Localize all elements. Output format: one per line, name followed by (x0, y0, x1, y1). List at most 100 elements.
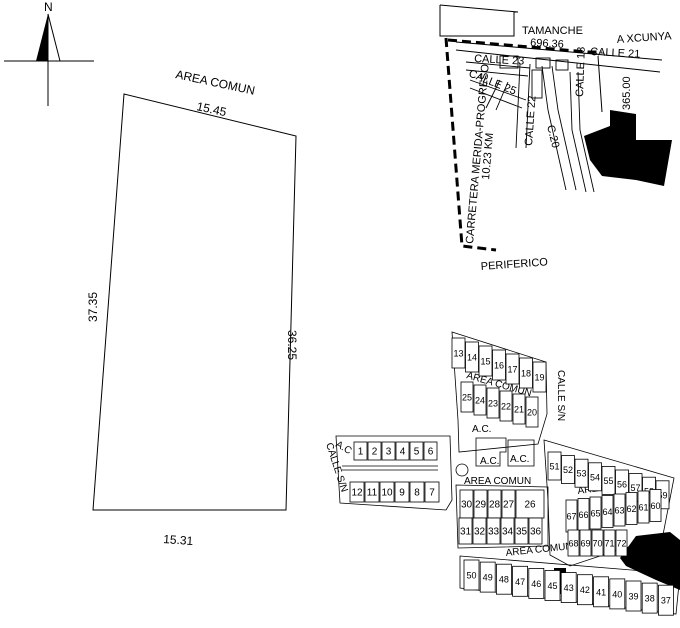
lot-cell (561, 455, 575, 485)
plot-side-right: 36.25 (285, 330, 299, 360)
center-block-outline (455, 484, 549, 549)
lot-cell (574, 458, 589, 488)
lot-number: 5 (414, 447, 420, 458)
lot-number: 64 (602, 507, 612, 517)
roundabout (455, 463, 469, 477)
lot-cell (472, 517, 487, 545)
lot-cell (460, 381, 474, 413)
lot-number: 71 (604, 539, 614, 549)
lot-cell (395, 441, 410, 461)
lot-43: 43 (560, 572, 577, 603)
top-dashed-route (447, 38, 602, 54)
lot-16: 16 (492, 349, 506, 381)
lot-cell (492, 349, 506, 381)
lot-cell (353, 441, 368, 461)
plot-boundary (92, 93, 297, 511)
lot-10: 10 (379, 481, 395, 503)
map-label-calle-23: CALLE 23 (474, 53, 525, 68)
lot-number: 65 (590, 509, 600, 519)
lot-number: 31 (460, 527, 472, 538)
lot-28: 28 (487, 489, 502, 519)
plot-side-bottom: 15.31 (163, 532, 194, 548)
lot-cell (577, 574, 593, 606)
lot-cell (641, 582, 658, 614)
lot-number: 18 (521, 369, 531, 379)
map-label-km: 10.23 KM (480, 132, 496, 180)
lot-cell (658, 584, 674, 616)
lot-number: 41 (596, 587, 606, 597)
map-label-dist-top: 696.36 (530, 37, 564, 51)
lot-number: 13 (453, 349, 463, 359)
north-arrow-label: N (44, 0, 53, 14)
lot-24: 24 (473, 384, 487, 416)
lot-number: 57 (630, 483, 640, 493)
lot-cell (560, 572, 577, 603)
lot-number: 34 (502, 527, 514, 538)
lot-29: 29 (473, 489, 488, 519)
south-block-outline (459, 555, 680, 615)
lot-number: 28 (489, 500, 501, 511)
site-location-marker (584, 110, 672, 186)
lot-cell (591, 529, 604, 557)
lot-38: 38 (641, 582, 658, 614)
lot-62: 62 (625, 492, 638, 525)
ac-label-3: A.C. (510, 454, 529, 465)
lot-number: 7 (429, 488, 435, 499)
lot-number: 4 (400, 447, 406, 458)
lot-number: 43 (564, 583, 574, 593)
lot-number: 72 (616, 539, 626, 549)
lot-cell (505, 353, 520, 385)
lot-cell (512, 393, 526, 425)
lot-number: 6 (428, 447, 434, 458)
lot-40: 40 (609, 578, 626, 610)
lot-number: 61 (638, 503, 648, 513)
lot-cell (515, 489, 545, 519)
lot-13: 13 (451, 337, 466, 369)
lot-number: 15 (480, 357, 490, 367)
lot-14: 14 (465, 341, 479, 373)
lot-cell (589, 496, 602, 530)
lot-33: 33 (486, 517, 501, 545)
map-label-tamanche: TAMANCHE (522, 25, 583, 37)
lot-number: 50 (466, 571, 476, 581)
lot-cell (525, 396, 539, 428)
lot-cell (394, 481, 410, 503)
lot-50: 50 (463, 559, 480, 591)
lot-number: 27 (503, 500, 515, 511)
lot-25: 25 (460, 381, 474, 413)
lot-cell (528, 517, 543, 545)
lot-68: 68 (567, 529, 580, 557)
lot-21: 21 (512, 393, 526, 425)
lot-cell (613, 493, 626, 527)
lot-number: 70 (592, 539, 602, 549)
lot-11: 11 (364, 481, 380, 503)
lot-number: 25 (462, 393, 472, 403)
lot-cell (463, 559, 480, 591)
lot-3: 3 (381, 441, 396, 461)
lot-number: 12 (351, 488, 363, 499)
plot-side-top: 15.45 (195, 99, 228, 119)
lot-cell (379, 481, 395, 503)
lot-number: 63 (614, 506, 624, 516)
lot-31: 31 (458, 517, 473, 545)
lot-number: 62 (626, 504, 636, 514)
plot-top-label: AREA COMUN (174, 67, 256, 97)
lot-15: 15 (478, 345, 493, 377)
lot-39: 39 (625, 580, 642, 612)
lot-cell (495, 563, 512, 595)
lot-71: 71 (603, 529, 616, 557)
map-label-calle-22: CALLE 22 (523, 95, 538, 146)
lot-number: 49 (483, 573, 493, 583)
map-label-periferico: PERIFERICO (480, 256, 548, 273)
lot-number: 11 (367, 488, 378, 499)
lot-number: 67 (566, 512, 576, 522)
north-arrow-icon (36, 14, 48, 61)
lot-number: 9 (399, 488, 405, 499)
lot-cell (409, 481, 425, 503)
lot-number: 37 (661, 596, 671, 606)
lot-67: 67 (565, 499, 578, 533)
lot-number: 51 (549, 462, 559, 472)
lot-51: 51 (547, 451, 562, 481)
lot-53: 53 (574, 458, 589, 488)
lot-6: 6 (423, 441, 438, 461)
